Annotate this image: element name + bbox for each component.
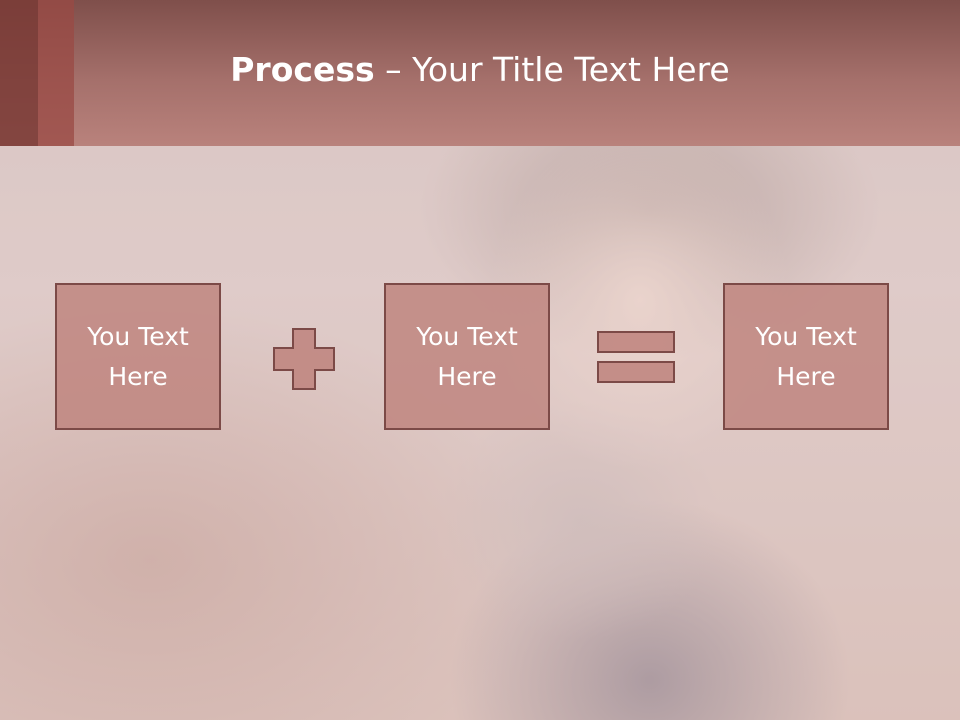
equals-icon — [597, 331, 675, 383]
title-regular-part: – Your Title Text Here — [374, 50, 730, 89]
title-bold-part: Process — [230, 50, 375, 89]
process-box-2[interactable]: You Text Here — [384, 283, 550, 430]
plus-icon — [273, 328, 335, 390]
process-box-3[interactable]: You Text Here — [723, 283, 889, 430]
slide-title[interactable]: Process – Your Title Text Here — [0, 50, 960, 89]
process-box-1[interactable]: You Text Here — [55, 283, 221, 430]
title-bar: Process – Your Title Text Here — [0, 0, 960, 146]
accent-stripe-light — [38, 0, 74, 146]
accent-stripe-dark — [0, 0, 38, 146]
